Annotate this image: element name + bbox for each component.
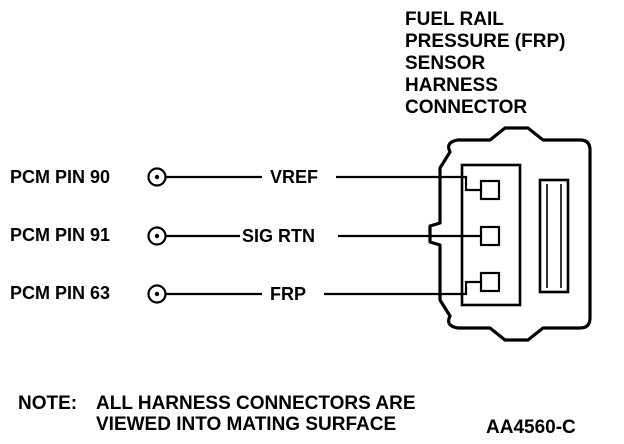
connector-title-line-3: SENSOR: [405, 53, 486, 74]
terminal-1: [479, 179, 501, 201]
terminal-3: [479, 271, 501, 293]
connector-title: FUEL RAIL PRESSURE (FRP) SENSOR HARNESS …: [405, 9, 565, 118]
note-line-2: VIEWED INTO MATING SURFACE: [96, 414, 396, 435]
terminal-2: [479, 225, 501, 247]
wire-right-1: [336, 175, 481, 192]
connector-title-line-4: HARNESS: [405, 75, 498, 96]
pcm-pin-label-3: PCM PIN 63: [10, 283, 110, 303]
pcm-pin-terminal-dot-2: [154, 233, 160, 239]
circuit-row-2: PCM PIN 91 SIG RTN: [10, 225, 481, 246]
figure-code: AA4560-C: [486, 417, 576, 438]
pcm-pin-terminal-dot-3: [154, 291, 160, 297]
connector-title-line-5: CONNECTOR: [405, 97, 527, 118]
signal-label-1: VREF: [270, 167, 318, 187]
connector-title-line-1: FUEL RAIL: [405, 9, 504, 30]
note-block: NOTE: ALL HARNESS CONNECTORS ARE VIEWED …: [18, 393, 416, 435]
locking-key-slot: [538, 178, 570, 294]
signal-label-3: FRP: [270, 284, 306, 304]
note-line-1: ALL HARNESS CONNECTORS ARE: [96, 393, 416, 414]
connector-title-line-2: PRESSURE (FRP): [405, 31, 565, 52]
pcm-pin-label-2: PCM PIN 91: [10, 225, 110, 245]
circuit-row-1: PCM PIN 90 VREF: [10, 167, 481, 192]
pcm-pin-label-1: PCM PIN 90: [10, 167, 110, 187]
note-prefix: NOTE:: [18, 393, 77, 414]
wire-right-3: [324, 280, 481, 296]
pcm-pin-terminal-dot-1: [154, 174, 160, 180]
signal-label-2: SIG RTN: [242, 226, 315, 246]
circuit-row-3: PCM PIN 63 FRP: [10, 280, 481, 304]
